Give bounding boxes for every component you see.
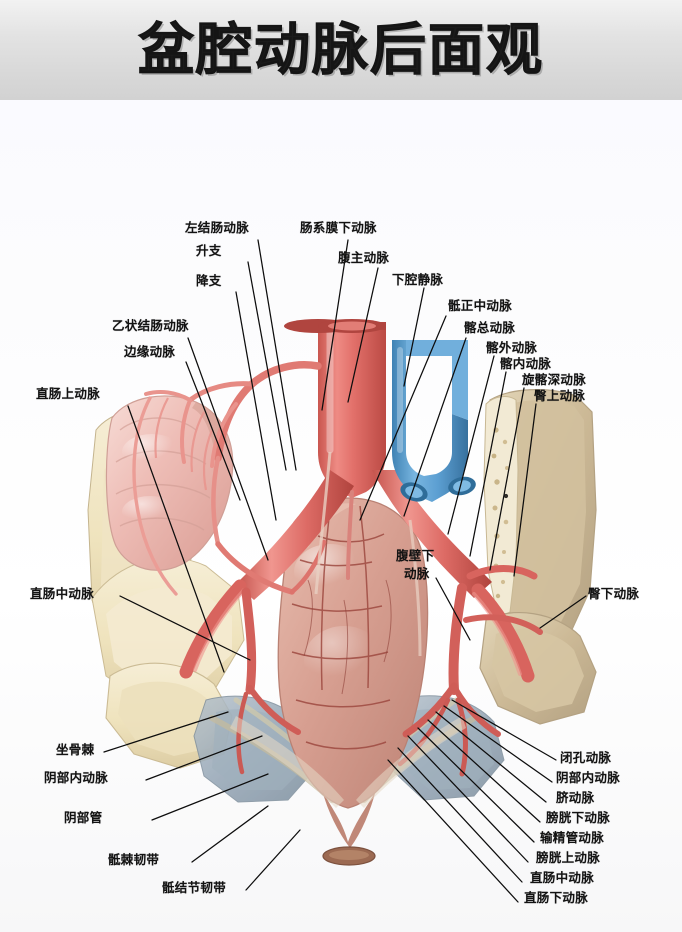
header-band bbox=[0, 0, 682, 100]
label-middle-rectal-artery-right: 直肠中动脉 bbox=[530, 870, 595, 885]
label-superior-gluteal-artery: 臀上动脉 bbox=[534, 388, 586, 403]
label-deep-circumflex-iliac-artery: 旋髂深动脉 bbox=[522, 372, 587, 387]
label-inferior-mesenteric-artery: 肠系膜下动脉 bbox=[300, 220, 377, 235]
label-inferior-epigastric-artery-line2: 动脉 bbox=[404, 566, 430, 581]
label-superior-rectal-artery: 直肠上动脉 bbox=[36, 386, 101, 401]
label-sacrotuberous-ligament: 骶结节韧带 bbox=[162, 880, 227, 895]
label-pudendal-canal: 阴部管 bbox=[64, 810, 103, 825]
label-artery-of-ductus-deferens: 输精管动脉 bbox=[540, 830, 605, 845]
label-descending-branch: 降支 bbox=[196, 273, 222, 288]
label-sacrospinous-ligament: 骶棘韧带 bbox=[108, 852, 160, 867]
label-ischial-spine: 坐骨棘 bbox=[56, 742, 95, 757]
label-marginal-artery: 边缘动脉 bbox=[124, 344, 176, 359]
label-superior-vesical-artery: 膀胱上动脉 bbox=[536, 850, 601, 865]
label-inferior-rectal-artery: 直肠下动脉 bbox=[524, 890, 589, 905]
label-internal-iliac-artery: 髂内动脉 bbox=[500, 356, 552, 371]
label-left-colic-artery: 左结肠动脉 bbox=[185, 220, 250, 235]
page-title: 盆腔动脉后面观 bbox=[138, 17, 544, 83]
label-inferior-epigastric-artery-line1: 腹壁下 bbox=[396, 548, 435, 563]
label-median-sacral-artery: 骶正中动脉 bbox=[448, 298, 513, 313]
label-abdominal-aorta: 腹主动脉 bbox=[338, 250, 390, 265]
label-internal-pudendal-artery-right: 阴部内动脉 bbox=[556, 770, 621, 785]
label-internal-pudendal-artery-left: 阴部内动脉 bbox=[44, 770, 109, 785]
label-external-iliac-artery: 髂外动脉 bbox=[486, 340, 538, 355]
label-umbilical-artery: 脐动脉 bbox=[556, 790, 595, 805]
label-sigmoid-arteries: 乙状结肠动脉 bbox=[112, 318, 189, 333]
label-inferior-vesical-artery: 膀胱下动脉 bbox=[546, 810, 611, 825]
label-inferior-vena-cava: 下腔静脉 bbox=[392, 272, 444, 287]
label-middle-rectal-artery-left: 直肠中动脉 bbox=[30, 586, 95, 601]
label-ascending-branch: 升支 bbox=[196, 243, 222, 258]
label-obturator-artery: 闭孔动脉 bbox=[560, 750, 612, 765]
label-common-iliac-artery: 髂总动脉 bbox=[464, 320, 516, 335]
label-inferior-gluteal-artery: 臀下动脉 bbox=[588, 586, 640, 601]
